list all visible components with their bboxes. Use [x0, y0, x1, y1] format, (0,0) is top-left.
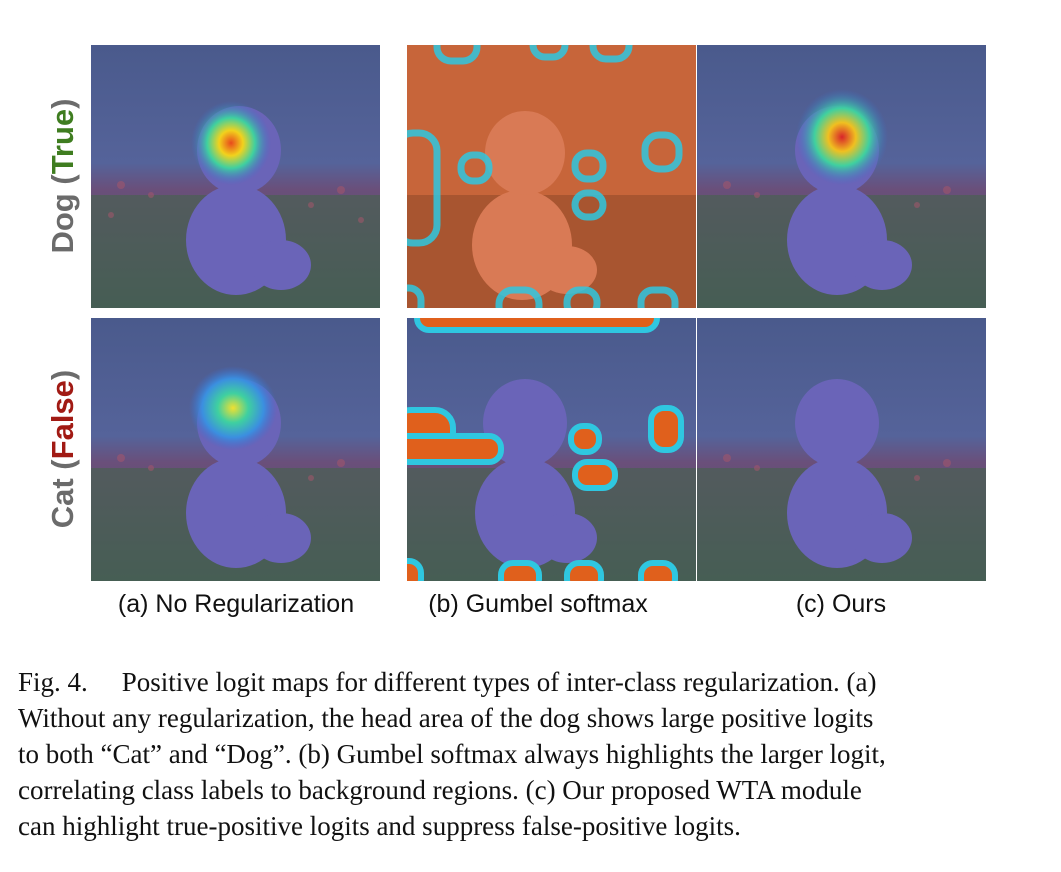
panel-cat-no-regularization	[91, 318, 380, 581]
panel-cat-gumbel-softmax	[407, 318, 696, 581]
row-label-cat-close-paren: )	[45, 369, 80, 381]
panel-dog-gumbel-softmax	[407, 45, 696, 308]
panel-dog-no-regularization	[91, 45, 380, 308]
panel-cat-ours	[697, 318, 986, 581]
heatmap-cat-no-regularization	[91, 318, 380, 581]
caption-line-1: Fig. 4. Positive logit maps for different…	[18, 664, 1028, 700]
row-label-cat-name: Cat	[45, 478, 80, 529]
figure: Dog (True) Cat (False)	[45, 45, 986, 618]
row-label-cat: Cat (False)	[45, 319, 81, 579]
row-label-dog-name: Dog	[45, 193, 80, 254]
column-label-ours: (c) Ours	[795, 590, 887, 618]
caption-text-1: Positive logit maps for different types …	[121, 667, 877, 697]
heatmap-cat-ours	[697, 318, 986, 581]
heatmap-dog-no-regularization	[91, 45, 380, 308]
row-label-dog-close-paren: )	[45, 98, 80, 109]
heatmap-cat-gumbel-softmax	[407, 318, 696, 581]
figure-number: Fig. 4.	[18, 667, 88, 697]
heatmap-dog-gumbel-softmax	[407, 45, 696, 308]
heatmap-dog-ours	[697, 45, 986, 308]
caption-line-3: to both “Cat” and “Dog”. (b) Gumbel soft…	[18, 739, 886, 769]
row-label-cat-status: False	[45, 380, 80, 460]
caption-line-2: Without any regularization, the head are…	[18, 703, 874, 733]
column-label-no-regularization: (a) No Regularization	[117, 590, 355, 618]
column-label-gumbel-softmax: (b) Gumbel softmax	[428, 590, 648, 618]
caption-line-5: can highlight true-positive logits and s…	[18, 811, 741, 841]
caption-line-4: correlating class labels to background r…	[18, 775, 862, 805]
row-label-dog-open-paren: (	[45, 174, 80, 185]
panel-dog-ours	[697, 45, 986, 308]
row-label-cat-open-paren: (	[45, 459, 80, 470]
row-label-dog: Dog (True)	[45, 46, 81, 306]
figure-caption: Fig. 4. Positive logit maps for different…	[18, 664, 1028, 844]
row-label-dog-status: True	[45, 108, 80, 175]
